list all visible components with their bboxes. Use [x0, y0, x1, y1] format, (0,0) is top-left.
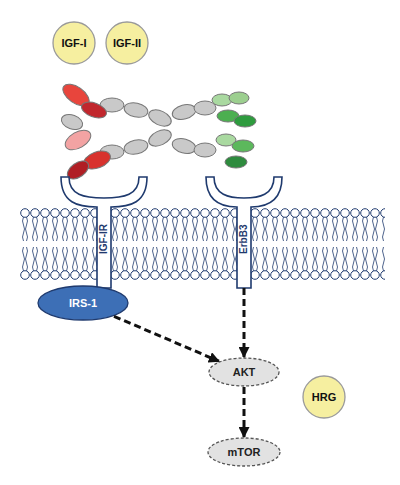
- pink-domain: [62, 126, 94, 154]
- molecule-label: HRG: [302, 391, 346, 403]
- gray-domain: [146, 127, 174, 150]
- lipid-leaflet-inner: [20, 244, 385, 280]
- ellipse-outline: [106, 22, 148, 64]
- receptor-label: ErbB3: [237, 209, 251, 269]
- signal-arrow: [243, 288, 246, 357]
- gray-domain: [171, 102, 198, 122]
- red-domain: [79, 99, 108, 121]
- molecule-label: mTOR: [207, 446, 281, 458]
- molecule-label: IGF-II: [105, 37, 149, 49]
- gray-domain: [59, 112, 84, 133]
- receptor-outline: [61, 177, 147, 288]
- signal-arrow: [114, 316, 219, 361]
- green-domain: [225, 156, 247, 168]
- molecule-node: IRS-1: [37, 285, 129, 321]
- ellipse-outline: [303, 376, 345, 418]
- gray-domain: [171, 136, 198, 156]
- ellipse-outline: [53, 22, 95, 64]
- receptor-node: ErbB3: [205, 175, 283, 288]
- green-domain: [234, 115, 256, 127]
- green-domain: [229, 92, 249, 104]
- ellipse-outline: [38, 286, 128, 320]
- lipid-leaflet-outer: [20, 208, 385, 244]
- molecule-label: IRS-1: [37, 297, 129, 309]
- gray-domain: [123, 101, 149, 120]
- molecule-node: mTOR: [207, 437, 281, 467]
- molecule-node: AKT: [208, 357, 280, 387]
- receptor-node: IGF-IR: [60, 175, 148, 288]
- molecule-node: IGF-I: [52, 21, 96, 65]
- receptor-outline: [206, 177, 282, 288]
- ellipse-outline: [209, 358, 279, 386]
- molecule-node: HRG: [302, 375, 346, 419]
- signal-arrow: [243, 387, 246, 437]
- receptor-extracellular-domains: [59, 80, 256, 183]
- gray-domain: [123, 138, 149, 157]
- receptor-label: IGF-IR: [97, 209, 111, 269]
- gray-domain: [194, 101, 216, 115]
- molecule-label: IGF-I: [52, 37, 96, 49]
- ellipse-outline: [208, 438, 280, 466]
- molecule-label: AKT: [208, 366, 280, 378]
- gray-domain: [146, 107, 174, 130]
- molecule-node: IGF-II: [105, 21, 149, 65]
- green-domain: [232, 140, 254, 152]
- gray-domain: [194, 143, 216, 157]
